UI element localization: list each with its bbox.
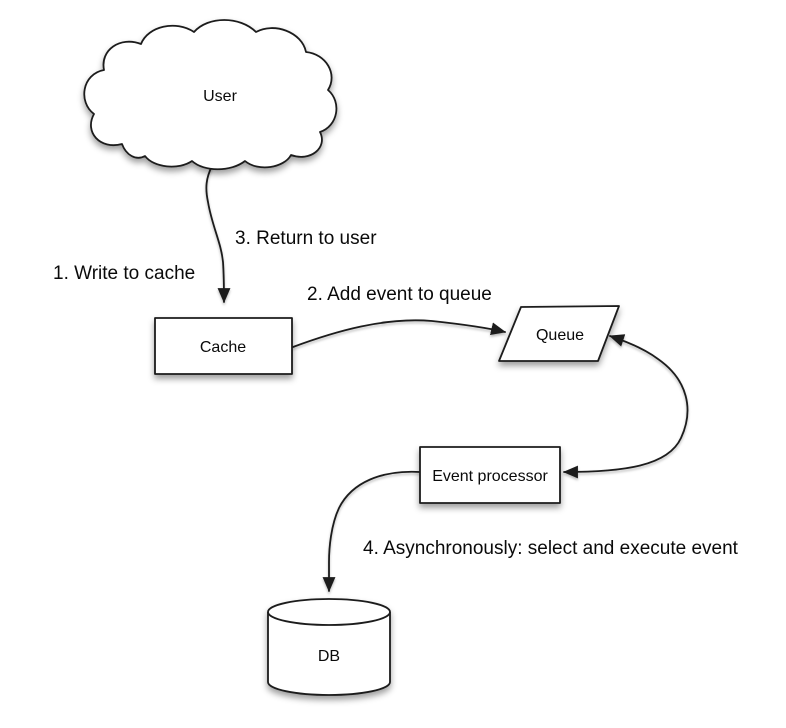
db-label: DB xyxy=(318,648,340,665)
event-processor-label: Event processor xyxy=(432,468,548,485)
edge-label-step3: 3. Return to user xyxy=(235,228,377,249)
edge-cache-to-queue xyxy=(292,319,507,348)
edge-event-processor-to-db xyxy=(322,470,421,593)
edge-queue-event-processor-double-arrow xyxy=(562,334,689,479)
cache-label: Cache xyxy=(200,339,246,356)
event-processor-box-shape xyxy=(419,446,561,504)
edge-user-to-cache xyxy=(205,165,231,304)
queue-parallelogram-shape xyxy=(498,305,620,362)
user-cloud-shape xyxy=(83,19,338,171)
cache-box-shape xyxy=(154,317,293,375)
edge-label-step4: 4. Asynchronously: select and execute ev… xyxy=(363,538,739,559)
edge-label-step2: 2. Add event to queue xyxy=(307,284,492,305)
queue-label: Queue xyxy=(536,327,584,344)
user-label: User xyxy=(203,88,237,105)
edge-label-step1: 1. Write to cache xyxy=(53,263,195,284)
db-cylinder-shape xyxy=(267,598,391,696)
